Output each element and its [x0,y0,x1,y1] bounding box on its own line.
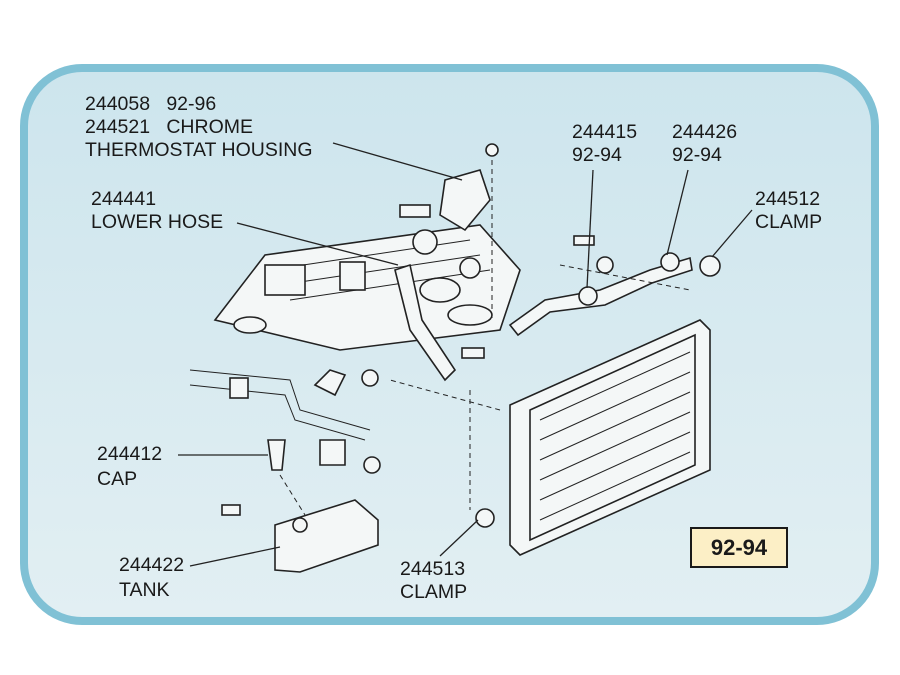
part-number: 244058 92-96 [85,93,216,115]
engine-block-drawing [213,224,521,351]
part-number: 244412 [97,443,162,465]
year-range-badge: 92-94 [690,527,788,568]
diagram-frame [20,64,879,625]
label-thermostat-housing: 244058 92-96 244521 CHROME THERMOSTAT HO… [85,93,313,161]
part-years: 92-94 [672,144,722,166]
thermostat-leader [332,142,463,181]
tank-leader [189,546,281,567]
label-hose-244415: 244415 92-94 [572,121,637,166]
label-lower-hose: 244441 LOWER HOSE [91,188,223,233]
hose-244415-leader [586,169,594,289]
part-name: THERMOSTAT HOUSING [85,139,313,161]
part-name: CLAMP [400,581,467,603]
lower-hose-drawing [394,263,457,382]
clamp-244512-leader [711,209,753,258]
label-clamp-244513: 244513 CLAMP [400,558,467,603]
tank-and-lines-drawing [189,369,495,573]
part-name: TANK [119,579,170,601]
upper-hoses-drawing [508,235,721,337]
part-number: 244422 [119,554,184,576]
part-number: 244513 [400,558,465,580]
part-name: CLAMP [755,211,822,233]
label-tank: 244422 TANK [119,554,184,601]
part-number: 244415 [572,121,637,143]
label-cap: 244412 CAP [97,443,162,490]
part-number: 244521 CHROME [85,116,253,138]
part-name: LOWER HOSE [91,211,223,233]
hose-244426-leader [666,169,689,256]
thermostat-housing-drawing [399,143,499,359]
lower-hose-leader [236,222,399,266]
radiator-drawing [389,319,711,556]
part-number: 244441 [91,188,156,210]
part-number: 244512 [755,188,820,210]
part-years: 92-94 [572,144,622,166]
clamp-244513-leader [439,519,479,557]
part-number: 244426 [672,121,737,143]
label-hose-244426: 244426 92-94 [672,121,737,166]
label-clamp-244512: 244512 CLAMP [755,188,822,233]
part-name: CAP [97,468,137,490]
